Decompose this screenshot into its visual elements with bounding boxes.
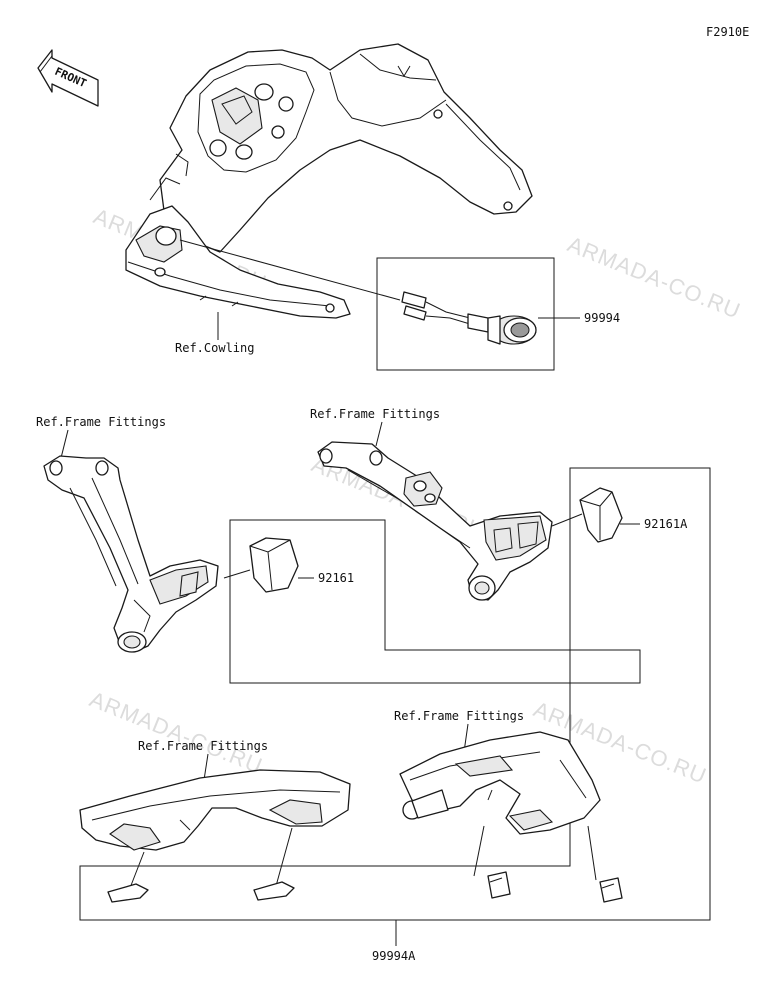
rubber-cap-92161a-drawing (579, 487, 623, 543)
small-screws-drawing (107, 825, 623, 903)
left-frame-slider-drawing (79, 769, 351, 851)
rubber-cap-92161-drawing (249, 537, 299, 593)
part-92161a-box (79, 467, 711, 921)
part-92161a-label: 92161A (644, 517, 688, 531)
part-92161-box (229, 519, 641, 684)
ref-cowling-label: Ref.Cowling (175, 341, 254, 355)
ref-frame-fittings-right-bottom: Ref.Frame Fittings (394, 709, 524, 723)
front-arrow-icon: FRONT (37, 49, 99, 107)
part-99994a-label: 99994A (372, 949, 416, 963)
right-footpeg-bracket-drawing (317, 441, 553, 601)
part-99994-box (376, 257, 555, 371)
ref-frame-fittings-left-top: Ref.Frame Fittings (36, 415, 166, 429)
right-frame-slider-drawing (399, 731, 601, 835)
part-92161-label: 92161 (318, 571, 354, 585)
figure-code: F2910E (706, 25, 749, 39)
watermark: ARMADA-CO.RU (564, 231, 744, 323)
ref-frame-fittings-left-bottom: Ref.Frame Fittings (138, 739, 268, 753)
upper-cowling-drawing (125, 43, 533, 319)
power-socket-drawing (401, 291, 537, 345)
part-99994-label: 99994 (584, 311, 620, 325)
ref-frame-fittings-right-top: Ref.Frame Fittings (310, 407, 440, 421)
watermark: ARMADA-CO.RU (86, 686, 266, 778)
left-footpeg-bracket-drawing (43, 455, 219, 653)
